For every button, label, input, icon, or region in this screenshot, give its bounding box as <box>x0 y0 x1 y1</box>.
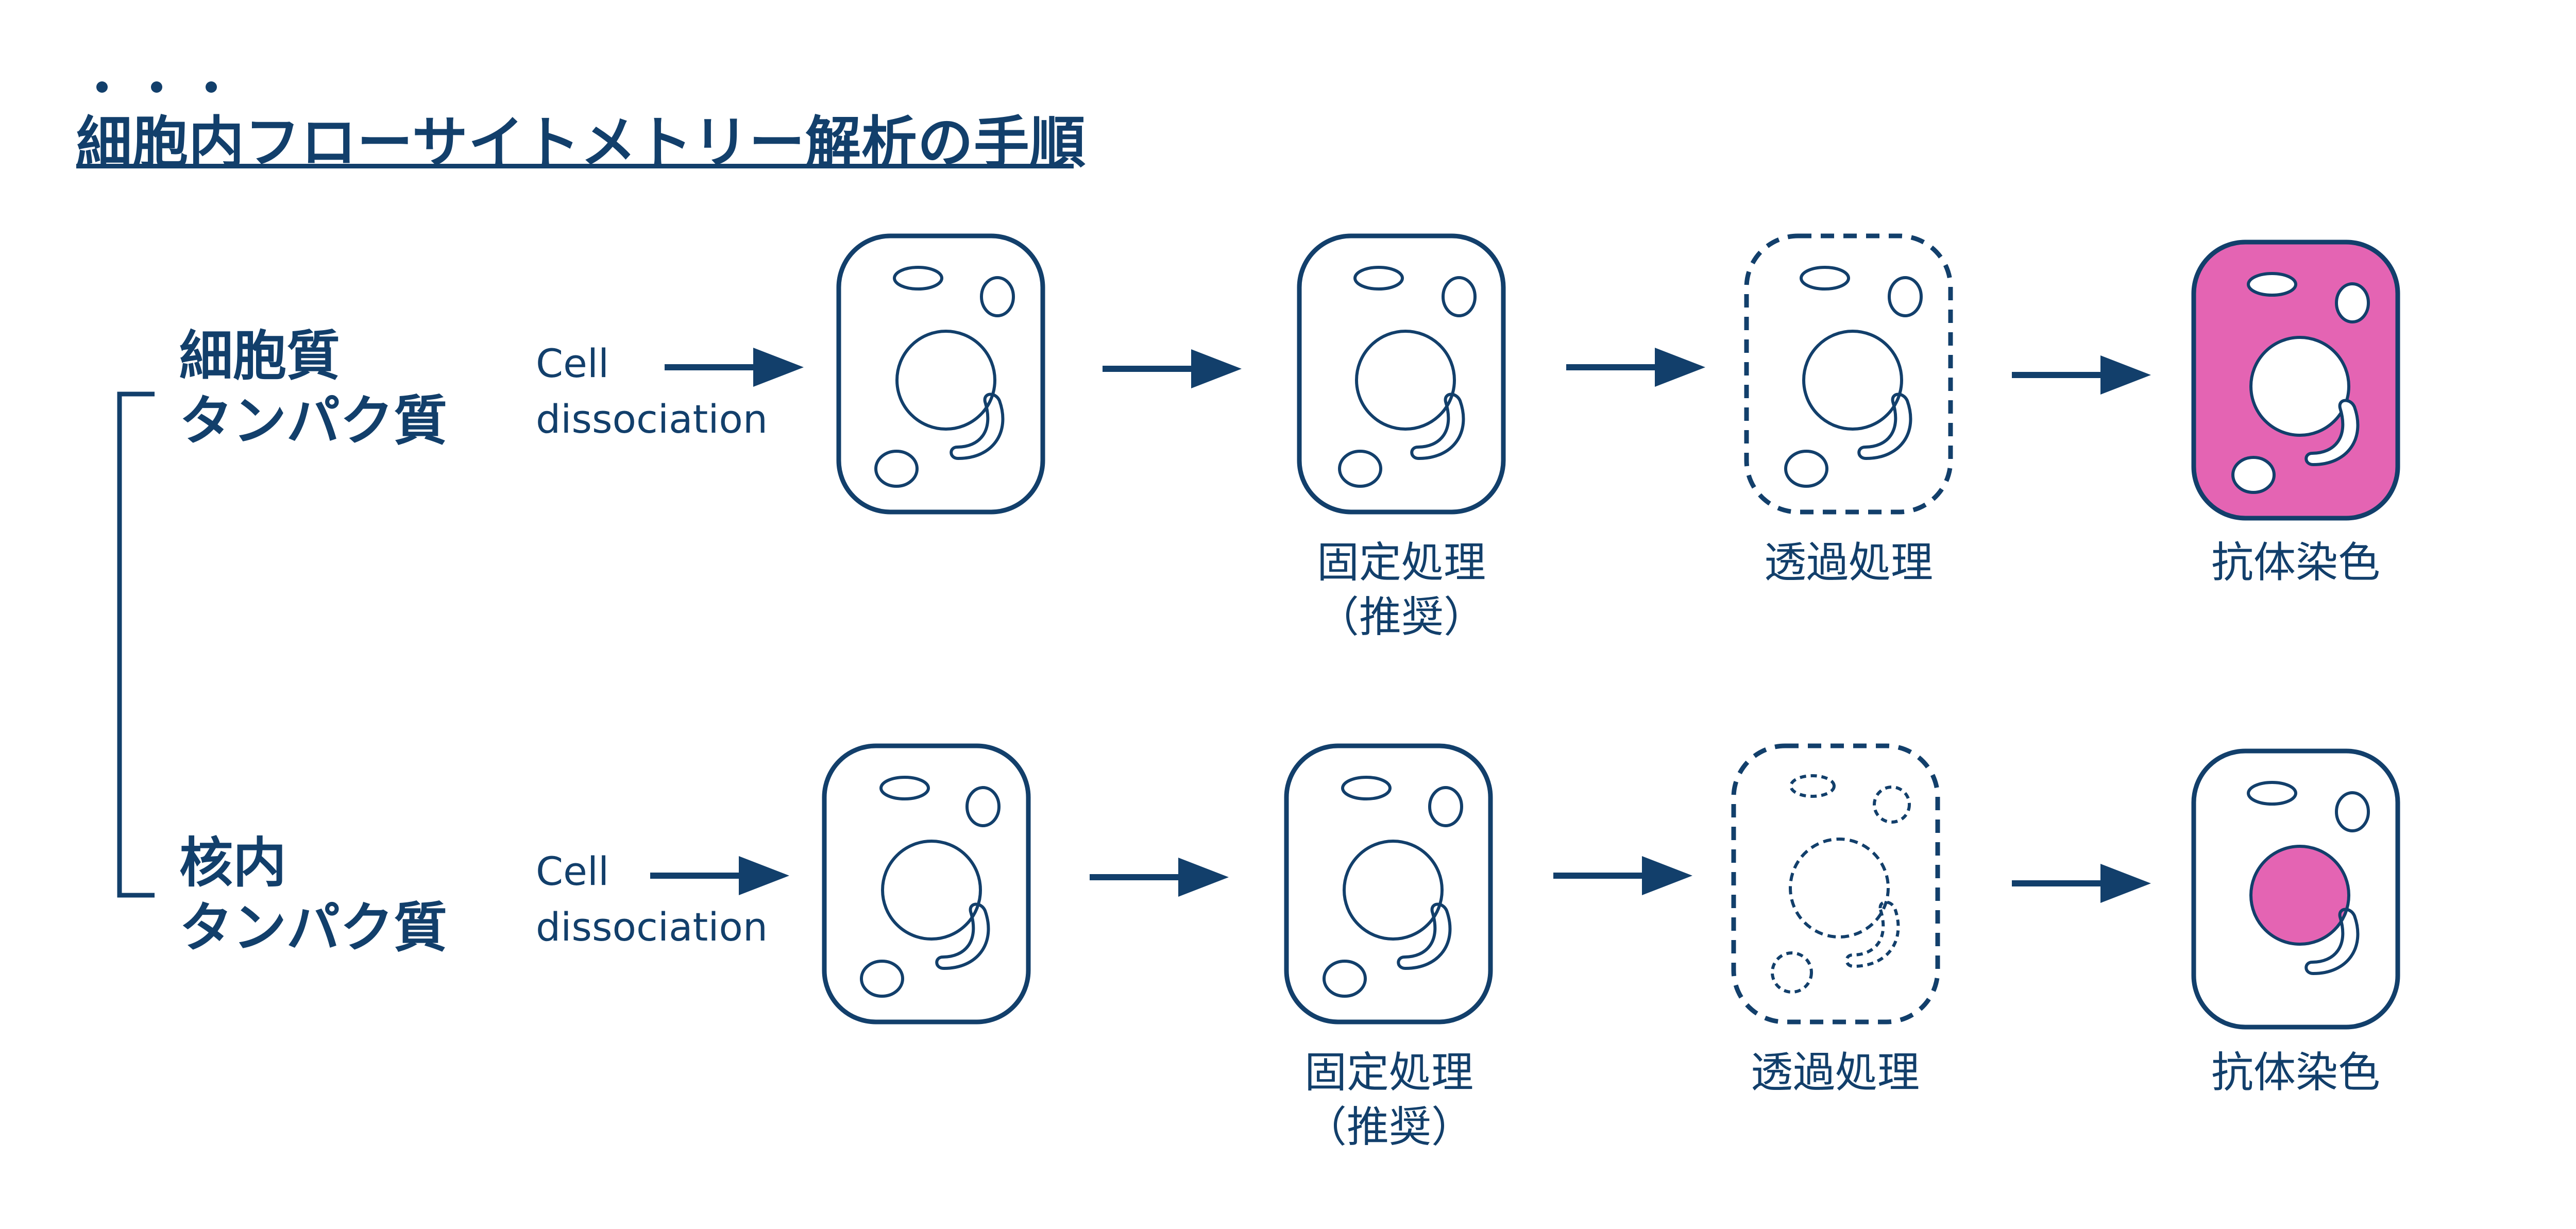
caption-line1: 透過処理 <box>1764 538 1934 587</box>
step-text-line2: dissociation <box>536 904 768 950</box>
row-label-line1: 核内 <box>179 831 287 894</box>
step-dissociation-row1: Cell dissociation <box>536 336 768 447</box>
row-label-nuclear-protein: 核内 タンパク質 <box>179 830 447 960</box>
arrow-to-staining-row1 <box>2012 355 2151 395</box>
cell-dissociated-row2 <box>822 743 1031 1025</box>
row-label-cytoplasmic-protein: 細胞質 タンパク質 <box>179 323 447 453</box>
emphasis-dot-1 <box>96 81 108 93</box>
cell-fixation-row2 <box>1284 743 1493 1025</box>
arrow-dissociation-row2 <box>650 856 789 895</box>
arrow-to-fixation-row1 <box>1103 349 1242 388</box>
arrow-to-permeabilization-row1 <box>1566 348 1705 387</box>
caption-permeabilization-row1: 透過処理 <box>1764 536 1933 590</box>
arrow-to-fixation-row2 <box>1090 858 1229 897</box>
row-bracket <box>117 391 155 898</box>
caption-line2: （推奨） <box>1316 593 1486 642</box>
emphasis-dot-2 <box>151 81 162 93</box>
caption-line1: 透過処理 <box>1750 1048 1920 1097</box>
caption-fixation-row2: 固定処理 （推奨） <box>1304 1046 1473 1155</box>
row-label-line1: 細胞質 <box>179 325 341 387</box>
step-text-line1: Cell <box>536 340 609 386</box>
caption-line1: 固定処理 <box>1304 1048 1474 1097</box>
step-text-line2: dissociation <box>536 396 768 442</box>
cell-stained-cytoplasm-row1 <box>2191 240 2400 521</box>
title-underline <box>76 164 1074 168</box>
step-dissociation-row2: Cell dissociation <box>536 844 768 955</box>
emphasis-dot-3 <box>206 81 217 93</box>
caption-staining-row1: 抗体染色 <box>2211 536 2380 590</box>
caption-staining-row2: 抗体染色 <box>2211 1046 2380 1100</box>
cell-permeabilization-row1 <box>1744 233 1953 515</box>
cell-fixation-row1 <box>1297 233 1506 515</box>
cell-permeabilization-row2 <box>1731 743 1940 1025</box>
row-label-line2: タンパク質 <box>179 389 448 452</box>
arrow-dissociation-row1 <box>665 348 804 387</box>
arrow-to-permeabilization-row2 <box>1553 856 1692 895</box>
cell-stained-nucleus-row2 <box>2191 748 2400 1030</box>
caption-fixation-row1: 固定処理 （推奨） <box>1317 536 1486 645</box>
step-text-line1: Cell <box>536 848 609 894</box>
caption-permeabilization-row2: 透過処理 <box>1751 1046 1920 1100</box>
caption-line1: 抗体染色 <box>2211 538 2381 587</box>
cell-dissociated-row1 <box>836 233 1045 515</box>
caption-line1: 固定処理 <box>1316 538 1486 587</box>
caption-line1: 抗体染色 <box>2211 1048 2381 1097</box>
row-label-line2: タンパク質 <box>179 896 448 959</box>
caption-line2: （推奨） <box>1304 1103 1474 1152</box>
arrow-to-staining-row2 <box>2012 864 2151 903</box>
